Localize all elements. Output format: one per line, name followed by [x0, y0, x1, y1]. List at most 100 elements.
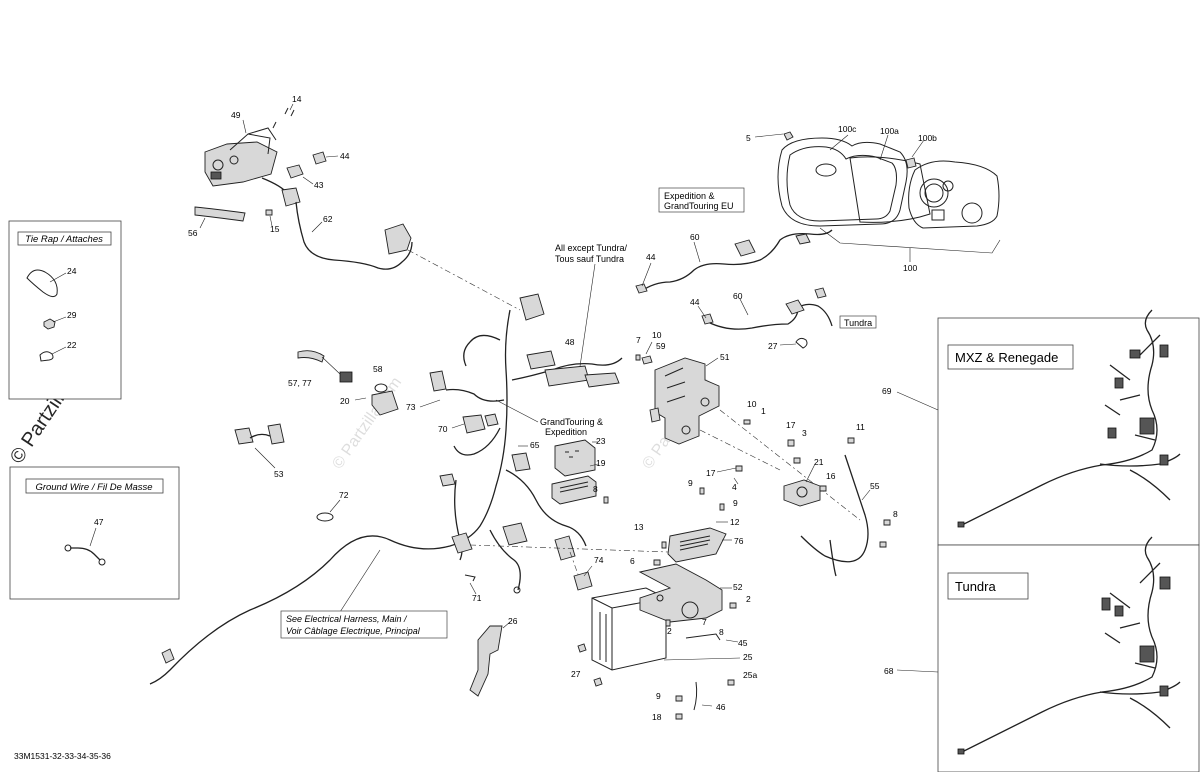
callout-52: 52: [733, 582, 743, 592]
callout-55: 55: [870, 481, 880, 491]
clamp-27b: [577, 643, 587, 653]
mxz-harness-drawing: [957, 309, 1181, 528]
callout-9c: 9: [656, 691, 661, 701]
tie-rap-title: Tie Rap / Attaches: [25, 234, 103, 245]
callout-7a: 7: [636, 335, 641, 345]
callout-48: 48: [565, 337, 575, 347]
callout-20: 20: [340, 396, 350, 406]
callout-9b: 9: [733, 498, 738, 508]
screw-18: [675, 713, 683, 720]
ground-wire-icon: [70, 547, 101, 561]
callout-44a: 44: [340, 151, 350, 161]
callout-56: 56: [188, 228, 198, 238]
connector-74: [573, 571, 593, 591]
bolt-16: [819, 485, 827, 492]
screw-25a: [727, 679, 735, 686]
callout-60a: 60: [690, 232, 700, 242]
note-grandtouring-line2: Expedition: [545, 427, 587, 437]
callout-23: 23: [596, 436, 606, 446]
callout-16: 16: [826, 471, 836, 481]
screw-8a: [603, 496, 609, 504]
callout-8c: 8: [719, 627, 724, 637]
callout-53: 53: [274, 469, 284, 479]
callout-8b: 8: [893, 509, 898, 519]
note-see-harness-line2: Voir Câblage Electrique, Principal: [286, 626, 421, 636]
nut-17: [787, 439, 795, 447]
main-harness: [149, 293, 623, 685]
note-all-except-line2: Tous sauf Tundra: [555, 254, 624, 264]
callout-10b: 10: [747, 399, 757, 409]
harness-60-expedition: [635, 229, 833, 294]
callout-69: 69: [882, 386, 892, 396]
callout-59: 59: [656, 341, 666, 351]
bracket-26: [469, 625, 503, 697]
callout-68: 68: [884, 666, 894, 676]
callout-5: 5: [746, 133, 751, 143]
callout-1: 1: [761, 406, 766, 416]
screw-9c: [675, 695, 683, 702]
tundra-title: Tundra: [955, 579, 996, 594]
harness-60-tundra: [701, 287, 833, 330]
tie-rap-box: Tie Rap / Attaches 24 29 22: [8, 220, 122, 400]
sensor-59: [641, 355, 653, 365]
mxz-renegade-box: MXZ & Renegade: [937, 309, 1200, 546]
harness-62: [295, 201, 413, 270]
note-all-except-line1: All except Tundra/: [555, 243, 628, 253]
screw-3: [793, 457, 801, 464]
callout-8a: 8: [593, 484, 598, 494]
callout-72: 72: [339, 490, 349, 500]
callout-6: 6: [630, 556, 635, 566]
callout-60b: 60: [733, 291, 743, 301]
screw-9b: [719, 503, 725, 511]
callout-7b: 7: [702, 617, 707, 627]
callout-76: 76: [734, 536, 744, 546]
bracket-52: [638, 563, 723, 623]
mxz-renegade-title: MXZ & Renegade: [955, 350, 1058, 365]
callout-58: 58: [373, 364, 383, 374]
callout-25a: 25a: [743, 670, 757, 680]
callout-70: 70: [438, 424, 448, 434]
callout-100c: 100c: [838, 124, 857, 134]
callout-100b: 100b: [918, 133, 937, 143]
note-grandtouring-line1: GrandTouring &: [540, 417, 603, 427]
callout-27b: 27: [571, 669, 581, 679]
handlebar-switch-assembly: [194, 107, 327, 222]
callout-15: 15: [270, 224, 280, 234]
callout-49: 49: [231, 110, 241, 120]
note-expedition-line2: GrandTouring EU: [664, 201, 734, 211]
callout-25: 25: [743, 652, 753, 662]
gauge-cluster: [777, 131, 1000, 229]
screw-8c-lower: [879, 541, 887, 548]
part-71: [464, 574, 476, 582]
harness-55-branch: [829, 539, 837, 577]
callout-14: 14: [292, 94, 302, 104]
screw-9a: [699, 487, 705, 495]
relay-23: [554, 439, 596, 477]
callout-74: 74: [594, 555, 604, 565]
callout-26: 26: [508, 616, 518, 626]
callout-5777: 57, 77: [288, 378, 312, 388]
part-57-77: [297, 350, 353, 383]
callout-22: 22: [67, 340, 77, 350]
tie-rap-icon: [26, 269, 58, 298]
callout-21: 21: [814, 457, 824, 467]
callout-3: 3: [802, 428, 807, 438]
callout-9a: 9: [688, 478, 693, 488]
callout-18: 18: [652, 712, 662, 722]
screw-2a: [729, 602, 737, 609]
callout-43: 43: [314, 180, 324, 190]
sensor-21: [783, 479, 821, 507]
part-58: [371, 383, 399, 416]
callout-19: 19: [596, 458, 606, 468]
callout-13: 13: [634, 522, 644, 532]
screw-6: [653, 559, 661, 566]
clamp-27: [795, 337, 808, 349]
callout-17a: 17: [786, 420, 796, 430]
ecm-bracket-51: [649, 357, 720, 445]
callout-44c: 44: [690, 297, 700, 307]
screw-8b: [883, 519, 891, 526]
watermark-1: © Partzilla.com: [329, 374, 405, 472]
callout-12: 12: [730, 517, 740, 527]
callout-71: 71: [472, 593, 482, 603]
